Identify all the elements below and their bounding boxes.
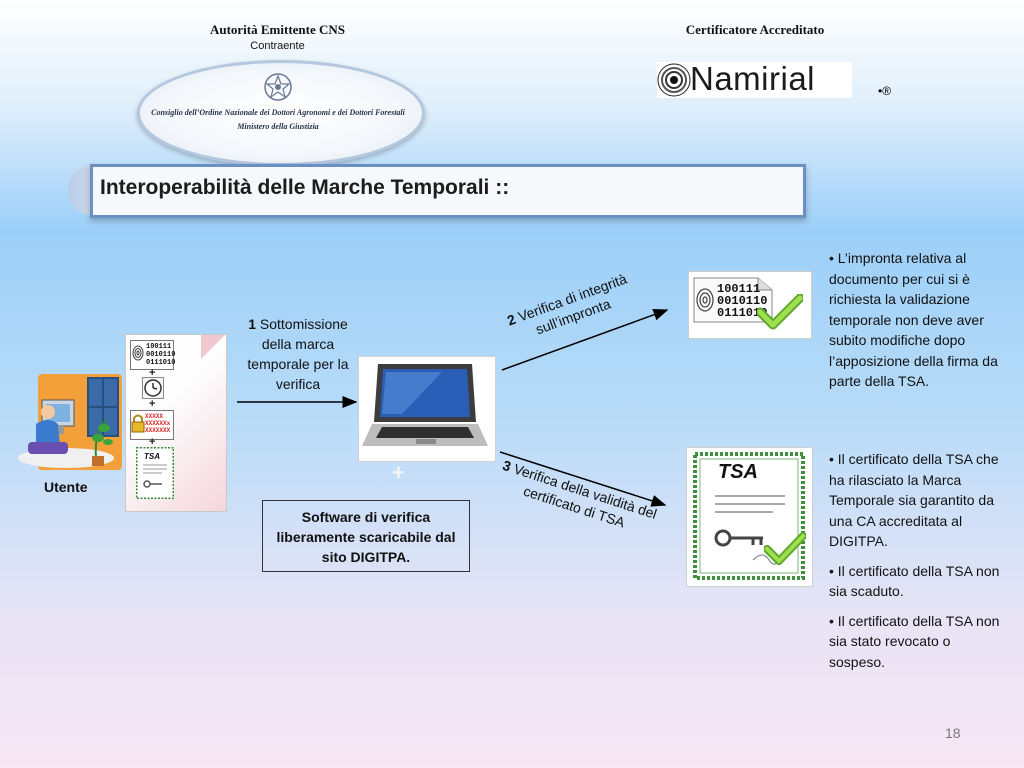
step1-label: 1 Sottomissione della marca temporale pe… bbox=[236, 314, 360, 394]
title-banner bbox=[90, 164, 806, 218]
emblem-icon bbox=[264, 73, 292, 101]
lock-icon bbox=[131, 414, 145, 433]
step1-number: 1 bbox=[248, 316, 256, 332]
brand-name: Namirial bbox=[690, 60, 816, 97]
namirial-swirl-icon bbox=[657, 63, 691, 97]
tsa-label: TSA bbox=[718, 461, 758, 483]
step1-text-first: Sottomissione bbox=[259, 316, 348, 332]
condition-item: • Il certificato della TSA non sia stato… bbox=[829, 612, 1000, 670]
registered-mark: •® bbox=[878, 84, 892, 98]
plus-sign: + bbox=[149, 398, 156, 410]
plus-sign: + bbox=[149, 436, 156, 448]
binary-line: 100111 bbox=[717, 282, 761, 296]
certificate-checkmark-icon bbox=[764, 532, 806, 565]
issuer-header: Autorità Emittente CNS Contraente bbox=[150, 22, 405, 52]
fingerprint-icon bbox=[132, 345, 144, 361]
document-fold bbox=[201, 335, 225, 359]
binary-line: 0010110 bbox=[146, 351, 176, 359]
software-info-box: Software di verifica liberamente scarica… bbox=[262, 500, 470, 572]
laptop-plus-sign: + bbox=[392, 460, 405, 485]
certificate-conditions: • Il certificato della TSA che ha rilasc… bbox=[829, 449, 1009, 681]
step1-text-rest: della marca temporale per la verifica bbox=[247, 336, 349, 392]
card1-binary-text: 100111 0010110 0111010 bbox=[717, 283, 767, 319]
arrow-integrity bbox=[501, 308, 669, 371]
integrity-explanation: • L’impronta relativa al documento per c… bbox=[829, 250, 998, 389]
doc-binary-text: 100111 0010110 0111010 bbox=[146, 343, 175, 367]
seal-logo bbox=[137, 60, 425, 166]
xxx-line: XXXXXXX bbox=[145, 427, 171, 434]
page-number: 18 bbox=[945, 725, 961, 741]
arrow-certificate bbox=[499, 451, 667, 507]
user-label: Utente bbox=[44, 479, 88, 495]
clock-icon bbox=[142, 377, 164, 399]
step3-number: 3 bbox=[500, 456, 514, 475]
condition-item: • Il certificato della TSA che ha rilasc… bbox=[829, 451, 999, 549]
xxx-line: XXXXXXx bbox=[145, 420, 171, 427]
checkmark-icon bbox=[757, 294, 803, 330]
tsa-mini-label: TSA bbox=[144, 452, 160, 461]
doc-xxx-text: XXXXX XXXXXXx XXXXXXX bbox=[145, 413, 170, 434]
binary-line: 0111010 bbox=[146, 359, 176, 367]
issuer-title: Autorità Emittente CNS bbox=[209, 22, 346, 37]
binary-document-icon bbox=[693, 277, 773, 323]
step2-number: 2 bbox=[504, 310, 518, 329]
seal-text-line2: Ministero della Giustizia bbox=[237, 122, 319, 131]
plus-sign: + bbox=[149, 367, 156, 379]
xxx-line: XXXXX bbox=[145, 413, 164, 420]
binary-line: 100111 bbox=[146, 343, 172, 351]
seal-text-line1: Consiglio dell’Ordine Nazionale dei Dott… bbox=[151, 108, 405, 117]
page-title: Interoperabilità delle Marche Temporali … bbox=[100, 176, 510, 199]
laptop-icon bbox=[362, 364, 488, 446]
tsa-certificate-mini-icon bbox=[136, 447, 174, 499]
binary-line: 0010110 bbox=[717, 294, 768, 308]
issuer-subtitle: Contraente bbox=[250, 40, 305, 52]
condition-item: • Il certificato della TSA non sia scadu… bbox=[829, 562, 1000, 600]
certifier-title: Certificatore Accreditato bbox=[685, 22, 825, 37]
binary-line: 0111010 bbox=[717, 306, 768, 320]
user-computer-illustration bbox=[18, 374, 122, 470]
